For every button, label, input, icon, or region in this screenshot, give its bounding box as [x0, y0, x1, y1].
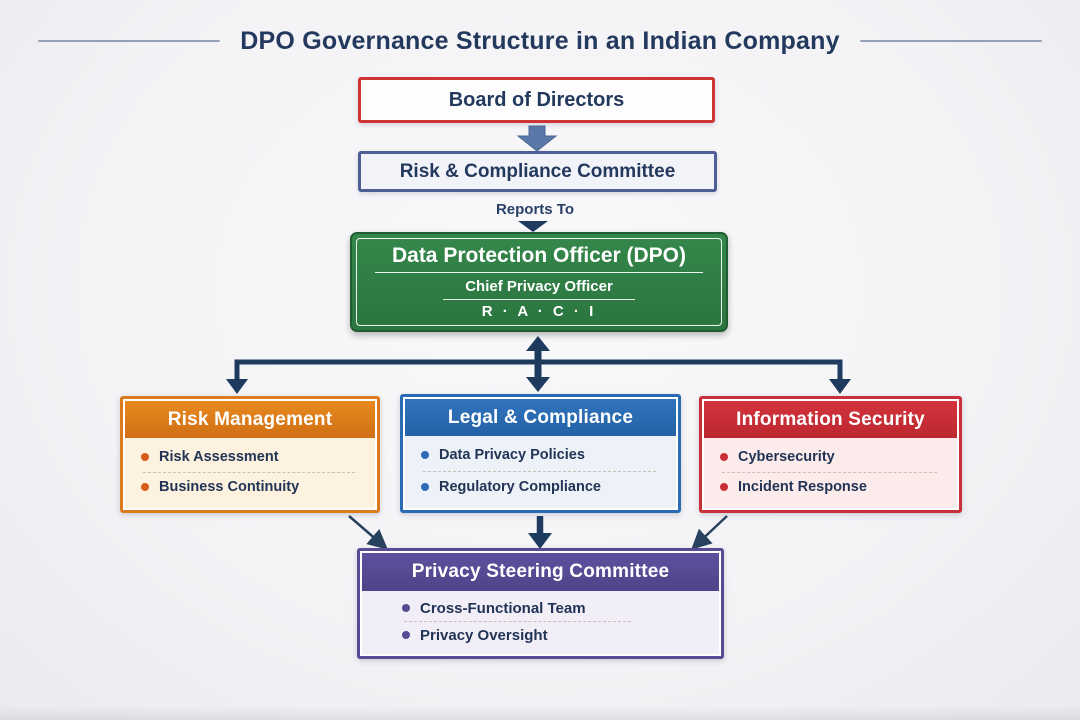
risk-management-body: Risk Assessment Business Continuity	[125, 438, 375, 508]
department-branch-line	[234, 359, 843, 383]
list-item-label: Risk Assessment	[159, 448, 279, 465]
list-item: Regulatory Compliance	[421, 479, 662, 495]
page-title: DPO Governance Structure in an Indian Co…	[240, 26, 840, 55]
list-item: Business Continuity	[141, 479, 361, 495]
bullet-dot-icon	[141, 483, 149, 492]
node-legal-compliance: Legal & Compliance Data Privacy Policies…	[400, 394, 681, 513]
dpo-divider	[443, 299, 635, 300]
arrow-infosec-to-steering	[691, 515, 728, 550]
node-risk-compliance-committee: Risk & Compliance Committee	[358, 151, 717, 192]
steering-committee-body: Cross-Functional Team Privacy Oversight	[362, 591, 719, 654]
arrow-legal-to-steering-head	[528, 533, 552, 549]
legal-compliance-body: Data Privacy Policies Regulatory Complia…	[405, 436, 676, 508]
title-row: DPO Governance Structure in an Indian Co…	[0, 24, 1080, 58]
committee-label: Risk & Compliance Committee	[399, 160, 676, 182]
list-item: Privacy Oversight	[402, 627, 705, 644]
list-item-label: Incident Response	[738, 479, 867, 496]
information-security-header: Information Security	[704, 401, 957, 438]
legal-compliance-header: Legal & Compliance	[405, 399, 676, 436]
dashed-divider	[722, 471, 937, 473]
list-item-label: Privacy Oversight	[420, 626, 548, 644]
dashed-divider	[404, 621, 632, 622]
list-item: Incident Response	[720, 479, 943, 495]
list-item-label: Regulatory Compliance	[439, 478, 601, 495]
bullet-dot-icon	[402, 631, 410, 639]
list-item-label: Business Continuity	[159, 479, 300, 496]
steering-committee-header: Privacy Steering Committee	[362, 553, 719, 591]
bullet-dot-icon	[141, 452, 149, 461]
list-item-label: Data Privacy Policies	[439, 447, 585, 464]
arrow-to-information-security	[829, 379, 851, 394]
dpo-subtitle: Chief Privacy Officer	[465, 278, 613, 295]
list-item-label: Cybersecurity	[738, 448, 835, 465]
arrow-risk-to-steering	[348, 515, 388, 550]
bullet-dot-icon	[421, 451, 429, 460]
dpo-inner-frame: Data Protection Officer (DPO) Chief Priv…	[356, 238, 722, 326]
title-rule-right	[859, 40, 1042, 42]
bullet-dot-icon	[402, 604, 410, 612]
dpo-raci-label: R · A · C · I	[481, 303, 597, 320]
node-board-of-directors: Board of Directors	[358, 77, 715, 123]
list-item: Data Privacy Policies	[421, 447, 662, 463]
information-security-body: Cybersecurity Incident Response	[704, 438, 957, 508]
arrow-board-to-committee	[516, 125, 558, 152]
node-privacy-steering-committee: Privacy Steering Committee Cross-Functio…	[357, 548, 724, 659]
risk-management-header: Risk Management	[125, 401, 375, 438]
double-arrow-down-head	[526, 377, 550, 392]
bullet-dot-icon	[421, 482, 429, 491]
dashed-divider	[423, 470, 656, 472]
list-item: Risk Assessment	[141, 449, 361, 465]
dpo-title: Data Protection Officer (DPO)	[375, 244, 703, 273]
double-arrow-up-head	[526, 336, 550, 351]
node-risk-management: Risk Management Risk Assessment Business…	[120, 396, 380, 513]
node-dpo: Data Protection Officer (DPO) Chief Priv…	[350, 232, 728, 332]
dashed-divider	[143, 471, 355, 473]
list-item-label: Cross-Functional Team	[420, 599, 586, 617]
arrow-to-risk-management	[226, 379, 248, 394]
title-rule-left	[38, 40, 221, 42]
list-item: Cross-Functional Team	[402, 600, 705, 617]
bullet-dot-icon	[720, 452, 728, 461]
reports-to-label: Reports To	[495, 201, 575, 218]
node-information-security: Information Security Cybersecurity Incid…	[699, 396, 962, 513]
board-label: Board of Directors	[448, 88, 625, 111]
bullet-dot-icon	[720, 483, 728, 492]
list-item: Cybersecurity	[720, 449, 943, 465]
arrow-committee-to-dpo	[518, 221, 548, 232]
